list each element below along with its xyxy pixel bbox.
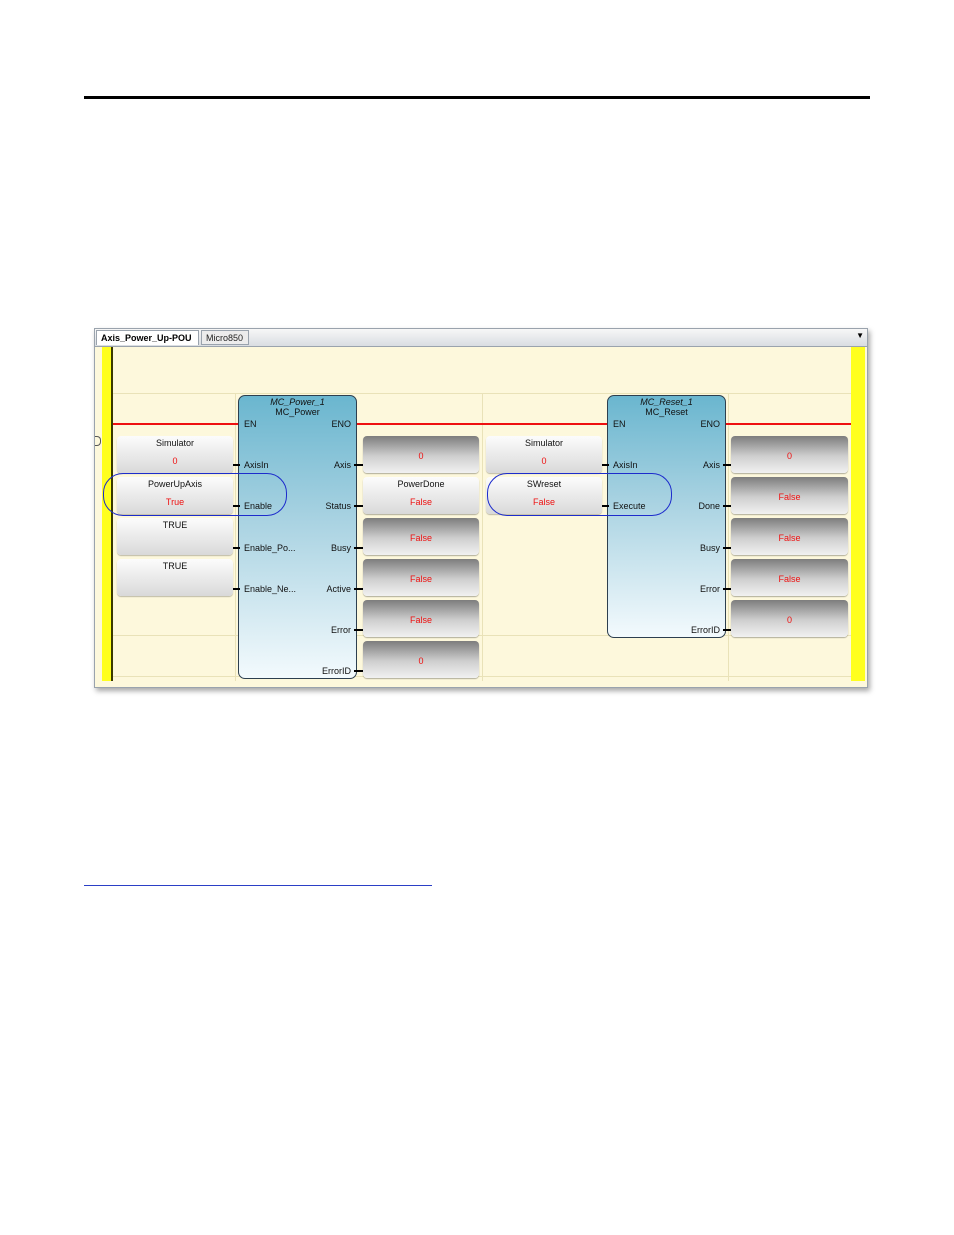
triangle-down-icon[interactable]: ▼ bbox=[856, 331, 864, 340]
ladder-editor-window: Axis_Power_Up-POU Micro850 ▼ MC_Power_1 … bbox=[94, 328, 868, 688]
pin-stub bbox=[354, 464, 363, 466]
var-out-errorid[interactable]: 0 bbox=[363, 641, 479, 678]
footnote-link-underline[interactable] bbox=[84, 885, 432, 886]
grid-line bbox=[235, 393, 236, 681]
pin-done[interactable]: Done bbox=[698, 501, 720, 511]
mc-power-block[interactable]: MC_Power_1 MC_Power EN AxisIn Enable Ena… bbox=[238, 395, 357, 679]
pin-error[interactable]: Error bbox=[331, 625, 351, 635]
mc-power-type-name: MC_Power bbox=[275, 407, 320, 417]
var-out-axis[interactable]: 0 bbox=[363, 436, 479, 473]
pin-axis[interactable]: Axis bbox=[702, 460, 720, 470]
rung-wire bbox=[113, 423, 241, 425]
pin-errorid[interactable]: ErrorID bbox=[691, 625, 720, 635]
pin-stub bbox=[600, 505, 609, 507]
tab-axis-power-up-pou[interactable]: Axis_Power_Up-POU bbox=[96, 330, 199, 345]
pin-errorid[interactable]: ErrorID bbox=[322, 666, 351, 676]
grid-line bbox=[728, 393, 729, 681]
var-true-enable-negative[interactable]: TRUE bbox=[117, 559, 233, 596]
pin-axisin[interactable]: AxisIn bbox=[244, 460, 269, 470]
mc-reset-instance-name: MC_Reset_1 bbox=[640, 397, 693, 407]
right-power-rail bbox=[851, 347, 865, 681]
rung-wire bbox=[725, 423, 851, 425]
mc-reset-block[interactable]: MC_Reset_1 MC_Reset EN AxisIn Execute EN… bbox=[607, 395, 726, 638]
pin-enable[interactable]: Enable bbox=[244, 501, 273, 511]
var-powerupaxis[interactable]: PowerUpAxis True bbox=[117, 477, 233, 514]
tab-bar: Axis_Power_Up-POU Micro850 ▼ bbox=[95, 329, 867, 347]
grid-line bbox=[482, 393, 483, 681]
var-reset-axis[interactable]: 0 bbox=[731, 436, 848, 473]
var-out-busy[interactable]: False bbox=[363, 518, 479, 555]
var-reset-errorid[interactable]: 0 bbox=[731, 600, 848, 637]
pin-busy[interactable]: Busy bbox=[330, 543, 351, 553]
pin-stub bbox=[354, 629, 363, 631]
var-reset-busy[interactable]: False bbox=[731, 518, 848, 555]
pin-stub bbox=[723, 629, 732, 631]
pin-stub bbox=[231, 547, 240, 549]
pin-stub bbox=[354, 588, 363, 590]
pin-enable-positive[interactable]: Enable_Po... bbox=[244, 543, 296, 553]
pin-enable-negative[interactable]: Enable_Ne... bbox=[244, 584, 297, 594]
pin-en[interactable]: EN bbox=[244, 419, 257, 429]
tab-micro850[interactable]: Micro850 bbox=[201, 330, 249, 345]
ladder-canvas[interactable]: MC_Power_1 MC_Power EN AxisIn Enable Ena… bbox=[95, 347, 867, 687]
left-power-rail bbox=[102, 347, 113, 681]
pin-axisin[interactable]: AxisIn bbox=[613, 460, 638, 470]
pin-eno[interactable]: ENO bbox=[700, 419, 720, 429]
mc-reset-type-name: MC_Reset bbox=[645, 407, 688, 417]
pin-active[interactable]: Active bbox=[326, 584, 351, 594]
pin-stub bbox=[231, 505, 240, 507]
pin-stub bbox=[354, 547, 363, 549]
var-out-error[interactable]: False bbox=[363, 600, 479, 637]
var-simulator-reset[interactable]: Simulator 0 bbox=[486, 436, 602, 473]
pin-stub bbox=[231, 464, 240, 466]
pin-busy[interactable]: Busy bbox=[699, 543, 720, 553]
pin-stub bbox=[354, 505, 363, 507]
pin-stub bbox=[231, 588, 240, 590]
var-true-enable-positive[interactable]: TRUE bbox=[117, 518, 233, 555]
pin-stub bbox=[354, 670, 363, 672]
pin-stub bbox=[723, 547, 732, 549]
pin-eno[interactable]: ENO bbox=[331, 419, 351, 429]
pin-stub bbox=[600, 464, 609, 466]
rung-start-icon bbox=[95, 436, 101, 446]
top-rule bbox=[84, 96, 870, 99]
pin-status[interactable]: Status bbox=[325, 501, 351, 511]
pin-axis[interactable]: Axis bbox=[333, 460, 351, 470]
pin-execute[interactable]: Execute bbox=[613, 501, 646, 511]
pin-stub bbox=[723, 505, 732, 507]
var-powerdone[interactable]: PowerDone False bbox=[363, 477, 479, 514]
pin-en[interactable]: EN bbox=[613, 419, 626, 429]
var-reset-error[interactable]: False bbox=[731, 559, 848, 596]
var-out-active[interactable]: False bbox=[363, 559, 479, 596]
var-reset-done[interactable]: False bbox=[731, 477, 848, 514]
pin-stub bbox=[723, 464, 732, 466]
mc-power-instance-name: MC_Power_1 bbox=[270, 397, 325, 407]
highlight-powerupaxis bbox=[103, 473, 287, 516]
pin-stub bbox=[723, 588, 732, 590]
pin-error[interactable]: Error bbox=[700, 584, 720, 594]
var-simulator[interactable]: Simulator 0 bbox=[117, 436, 233, 473]
highlight-swreset bbox=[487, 473, 672, 516]
rung-wire bbox=[357, 423, 609, 425]
